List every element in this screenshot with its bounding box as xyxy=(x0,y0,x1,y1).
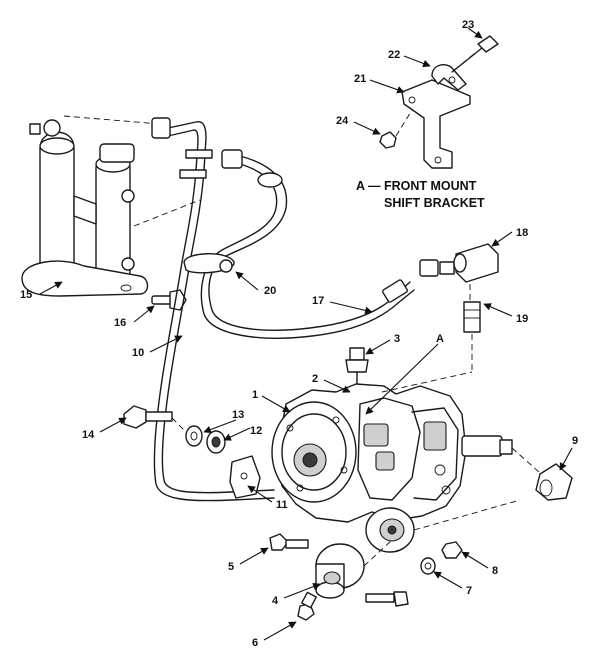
switch-18 xyxy=(453,243,499,300)
manifold-15 xyxy=(21,115,201,297)
callout-16: 16 xyxy=(114,317,126,329)
clamp-20 xyxy=(183,253,235,274)
callout-6: 6 xyxy=(252,637,258,649)
transfer-case-1 xyxy=(271,371,473,523)
callout-18: 18 xyxy=(516,227,528,239)
callout-13: 13 xyxy=(232,409,244,421)
washer-7 xyxy=(420,557,436,575)
callout-leaders xyxy=(39,27,573,641)
callout-24: 24 xyxy=(336,115,349,127)
callout-15: 15 xyxy=(20,289,32,301)
inset-caption: A — FRONT MOUNT SHIFT BRACKET xyxy=(356,179,485,210)
switch-3 xyxy=(345,347,369,394)
callout-3: 3 xyxy=(394,333,400,345)
caption-line1: FRONT MOUNT xyxy=(384,179,477,193)
callout-19: 19 xyxy=(516,313,528,325)
spacer-19 xyxy=(463,301,481,372)
callout-21: 21 xyxy=(354,73,366,85)
front-mount-shift-bracket-inset: A — FRONT MOUNT SHIFT BRACKET xyxy=(356,35,499,210)
seal-12 xyxy=(206,430,226,454)
callout-10: 10 xyxy=(132,347,144,359)
callout-17: 17 xyxy=(312,295,324,307)
bolt-rear xyxy=(365,591,409,607)
rear-yoke xyxy=(461,435,549,481)
tube-10 xyxy=(151,117,275,502)
callout-4: 4 xyxy=(272,595,279,607)
callout-14: 14 xyxy=(82,429,95,441)
washer-13 xyxy=(185,425,203,447)
output-flange xyxy=(365,499,521,553)
callout-2: 2 xyxy=(312,373,318,385)
callout-A: A xyxy=(436,333,444,345)
callout-8: 8 xyxy=(492,565,498,577)
callout-23: 23 xyxy=(462,19,474,31)
nut-8 xyxy=(441,541,463,559)
bolt-6 xyxy=(297,591,317,621)
callout-9: 9 xyxy=(572,435,578,447)
vent-fitting-9 xyxy=(535,463,573,501)
tube-17 xyxy=(200,149,455,339)
callout-20: 20 xyxy=(264,285,276,297)
bolt-5 xyxy=(269,533,309,551)
callout-1: 1 xyxy=(252,389,258,401)
callout-5: 5 xyxy=(228,561,234,573)
caption-prefix: A — xyxy=(356,179,381,193)
cover-4 xyxy=(315,539,393,599)
callout-11: 11 xyxy=(276,499,288,511)
bolt-16 xyxy=(151,289,187,311)
callout-labels: 23 22 21 24 18 19 20 17 15 16 10 3 2 A 1… xyxy=(20,19,578,649)
callout-12: 12 xyxy=(250,425,262,437)
bolt-14 xyxy=(123,405,187,433)
bolt-23 xyxy=(451,35,499,73)
caption-line2: SHIFT BRACKET xyxy=(384,196,485,210)
callout-22: 22 xyxy=(388,49,400,61)
bracket-11 xyxy=(229,455,261,499)
callout-7: 7 xyxy=(466,585,472,597)
